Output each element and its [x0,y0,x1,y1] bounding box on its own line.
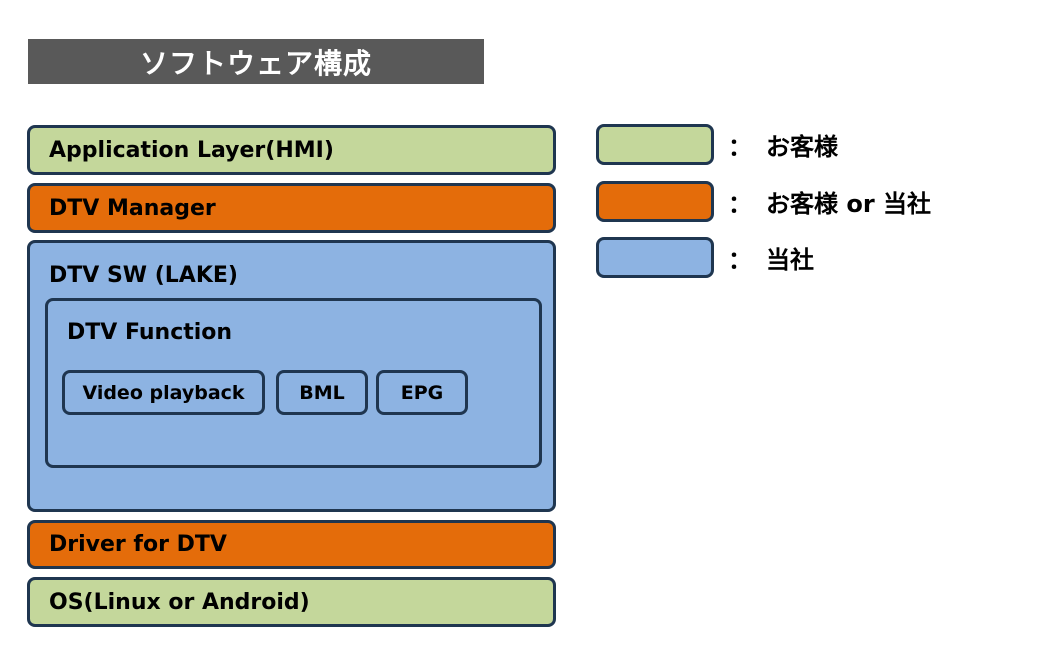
driver-layer-label: Driver for DTV [49,532,227,557]
driver-layer: Driver for DTV [27,520,556,569]
dtv-manager-layer: DTV Manager [27,183,556,233]
module-bml-label: BML [299,381,345,404]
page-title: ソフトウェア構成 [28,39,484,84]
dtv-sw-label: DTV SW (LAKE) [49,263,238,288]
legend-swatch-customer [596,124,714,165]
legend-separator: ： [728,133,752,161]
legend-item-customer: ： お客様 [728,124,838,165]
application-layer: Application Layer(HMI) [27,125,556,175]
module-epg: EPG [376,370,468,415]
dtv-function-label: DTV Function [67,320,233,345]
application-layer-label: Application Layer(HMI) [49,137,334,163]
legend-swatch-company [596,237,714,278]
dtv-manager-label: DTV Manager [49,195,216,221]
os-layer-label: OS(Linux or Android) [49,589,310,615]
legend-label-company: 当社 [766,246,814,274]
legend-item-customer-or-company: ： お客様 or 当社 [728,181,931,222]
module-video-playback-label: Video playback [82,381,245,404]
module-video-playback: Video playback [62,370,265,415]
legend-separator: ： [728,190,752,218]
legend-swatch-customer-or-company [596,181,714,222]
legend-label-customer-or-company: お客様 or 当社 [766,190,932,218]
legend-item-company: ： 当社 [728,237,814,278]
module-epg-label: EPG [400,381,444,404]
os-layer: OS(Linux or Android) [27,577,556,627]
legend-separator: ： [728,246,752,274]
legend-label-customer: お客様 [766,133,838,161]
module-bml: BML [276,370,368,415]
